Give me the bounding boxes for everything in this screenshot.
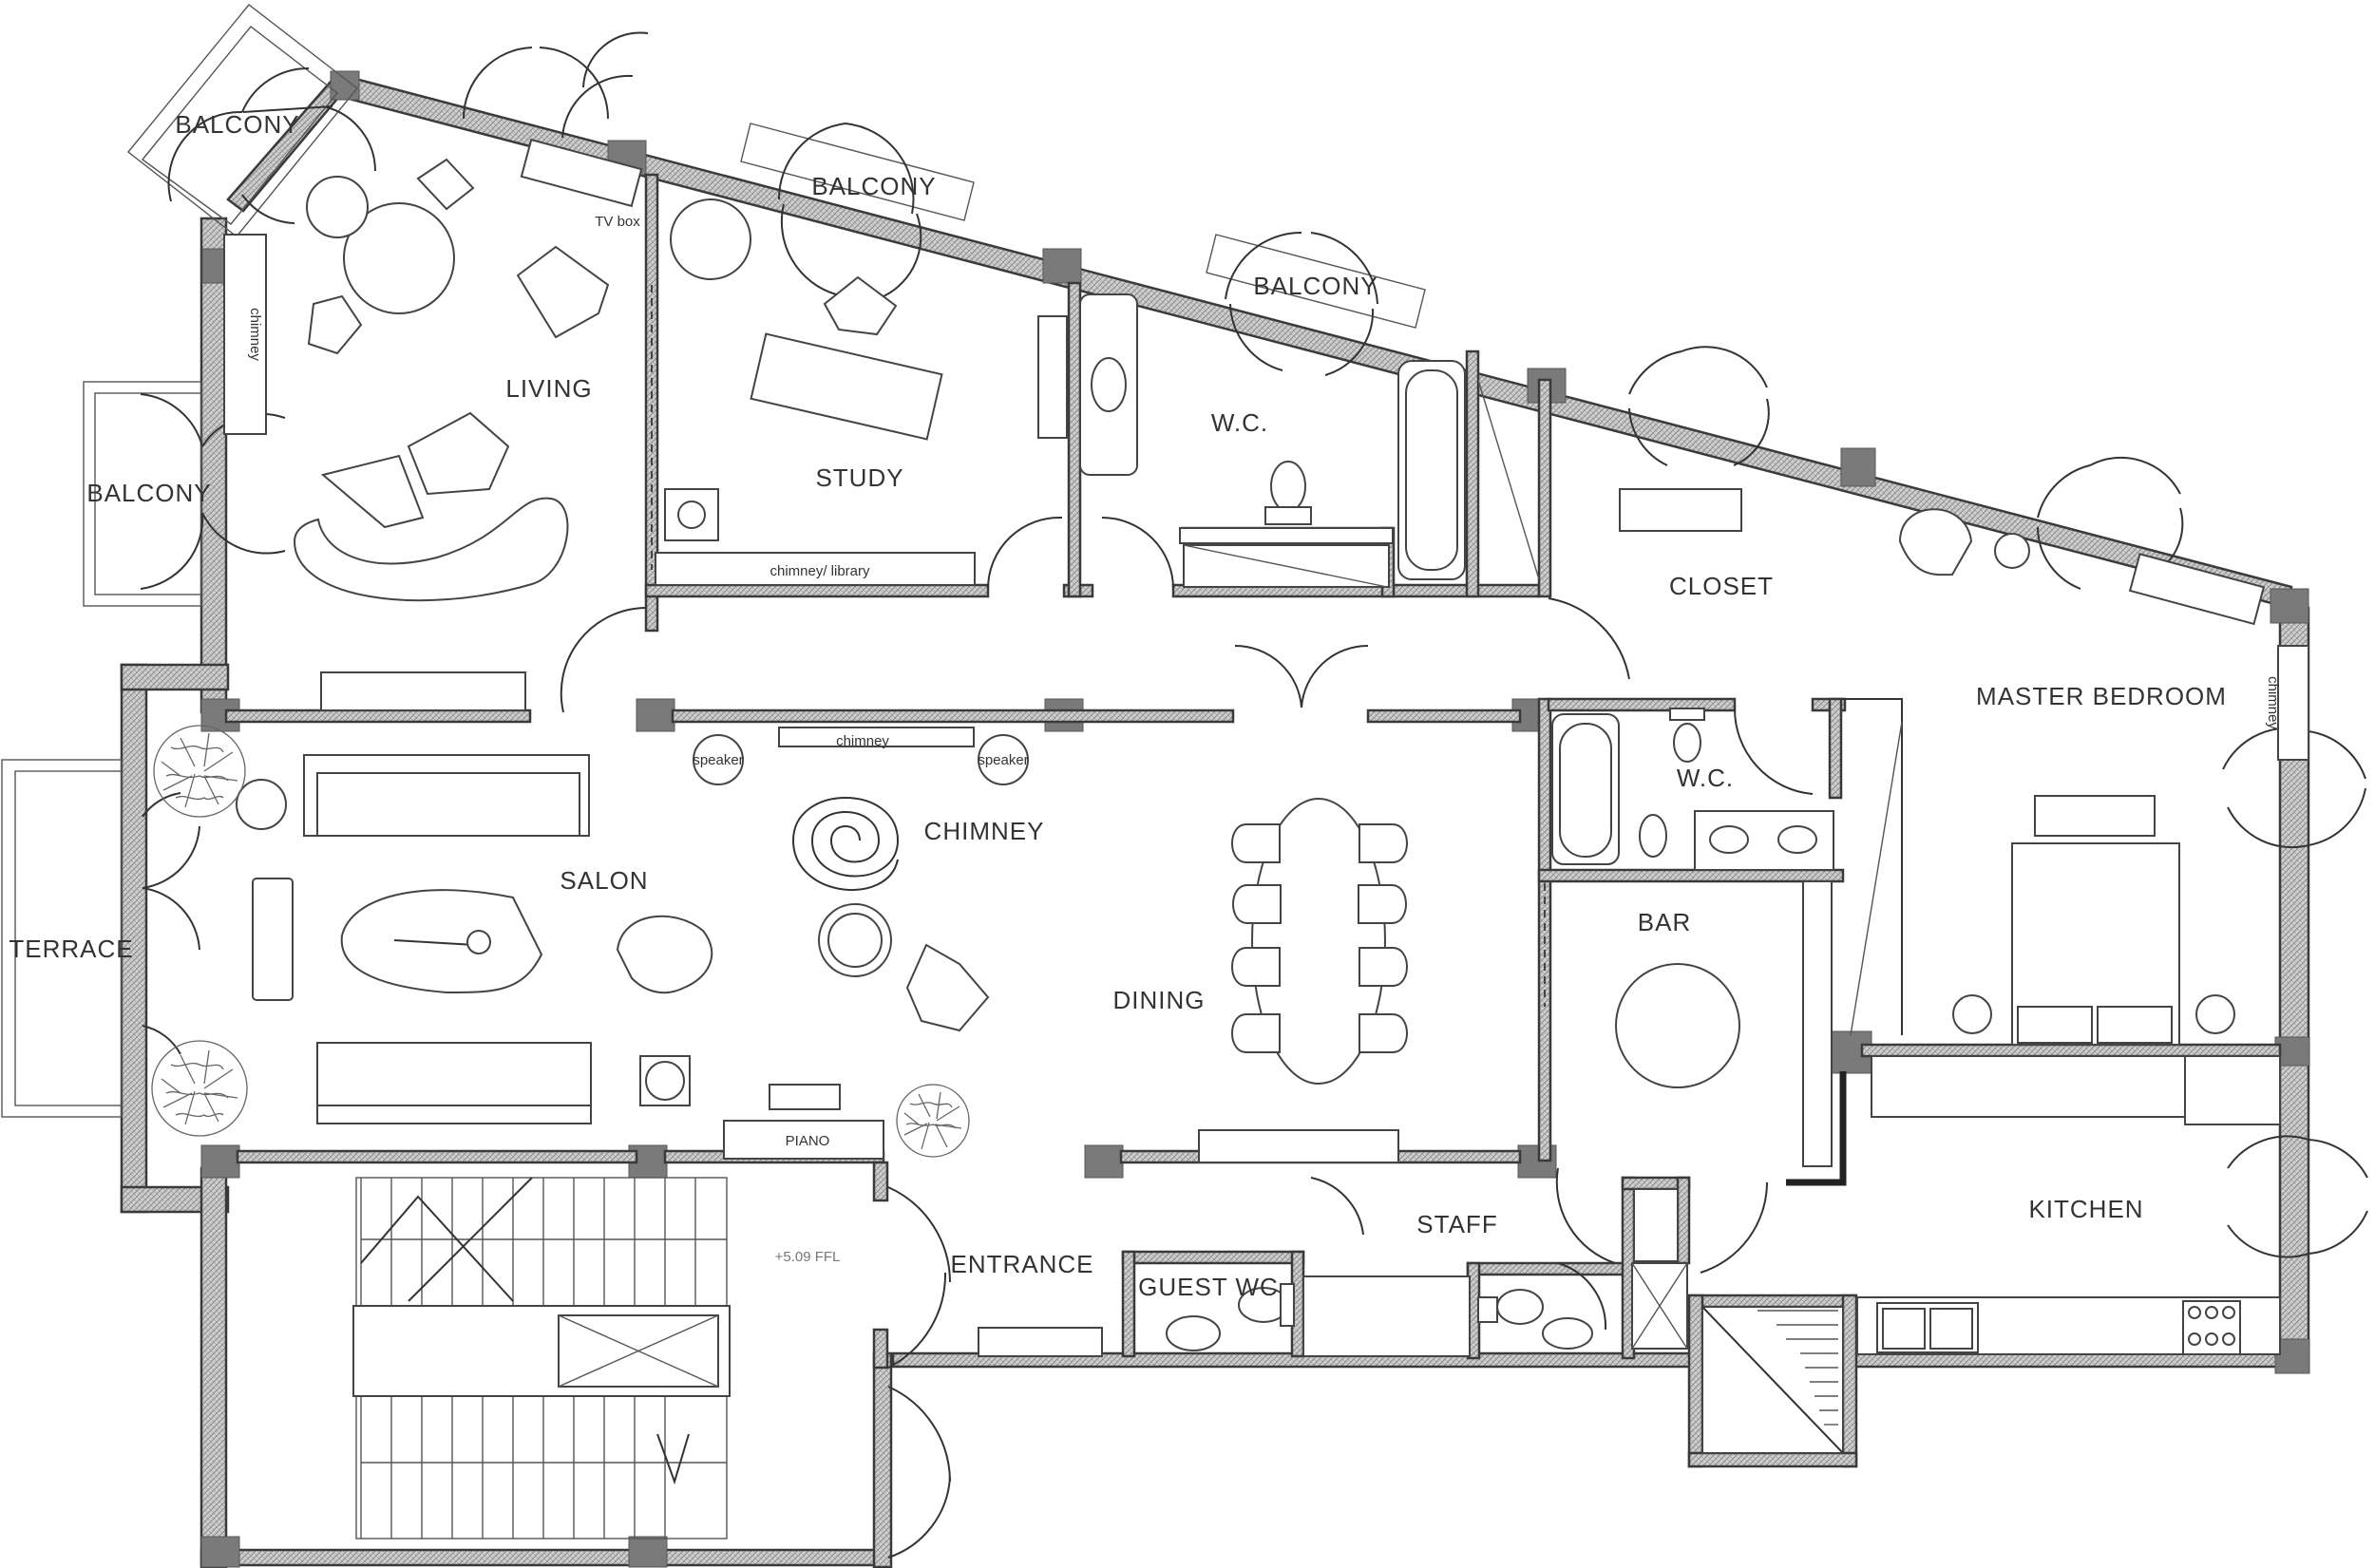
label-chimney-living: chimney [247,308,263,361]
bar-furniture [1615,880,1833,1167]
label-speaker-left: speaker [693,752,743,768]
label-speaker-right: speaker [978,752,1028,768]
service-stair [1701,1306,1844,1454]
label-wc-mid: W.C. [1677,764,1734,792]
label-closet: CLOSET [1669,572,1774,600]
exterior-walls [120,71,2310,1568]
label-guest-wc: GUEST WC [1138,1273,1279,1301]
label-salon: SALON [560,866,648,895]
openings [651,285,1546,1007]
wc-mid-fixtures [1551,708,1834,871]
label-balcony-nw: BALCONY [175,110,299,139]
kitchen-furniture [1856,1055,2281,1355]
study-furniture [655,198,1068,586]
label-living: LIVING [505,374,592,403]
label-tv-box: TV box [595,214,640,230]
label-piano: PIANO [786,1133,830,1149]
label-chimney-salon: chimney [836,733,889,749]
living-furniture [223,138,643,711]
staff-guest-wc-fixtures [978,1188,1688,1357]
wc-top-fixtures [1079,293,1540,588]
salon-furniture [236,727,1029,1160]
label-balcony-wc: BALCONY [1253,272,1378,300]
label-balcony-study: BALCONY [811,172,936,200]
label-chimney-bedroom: chimney [2265,676,2281,729]
label-dining: DINING [1113,986,1206,1014]
label-kitchen: KITCHEN [2028,1195,2143,1223]
label-wc-top: W.C. [1211,408,1268,437]
plant-trees [151,725,970,1158]
label-bar: BAR [1638,908,1691,936]
fixture-labels: TV box chimney chimney/ library chimney … [247,214,2281,1265]
label-chimney-room: CHIMNEY [924,817,1045,845]
label-chimney-library: chimney/ library [770,563,870,579]
staircase [352,1177,731,1540]
label-entrance: ENTRANCE [950,1250,1093,1278]
door-swings [140,31,2368,1559]
label-study: STUDY [815,463,903,492]
interior-walls [224,173,2282,1468]
label-master-bedroom: MASTER BEDROOM [1976,682,2227,710]
label-staff: STAFF [1416,1210,1497,1238]
label-level: +5.09 FFL [775,1249,841,1265]
label-balcony-w: BALCONY [86,479,211,507]
room-labels: BALCONY BALCONY BALCONY BALCONY LIVING S… [9,110,2227,1301]
label-terrace: TERRACE [9,935,133,963]
balconies [1,4,1426,1118]
dining-furniture [1198,798,1408,1163]
closet-bedroom-furniture [1619,488,2309,1046]
